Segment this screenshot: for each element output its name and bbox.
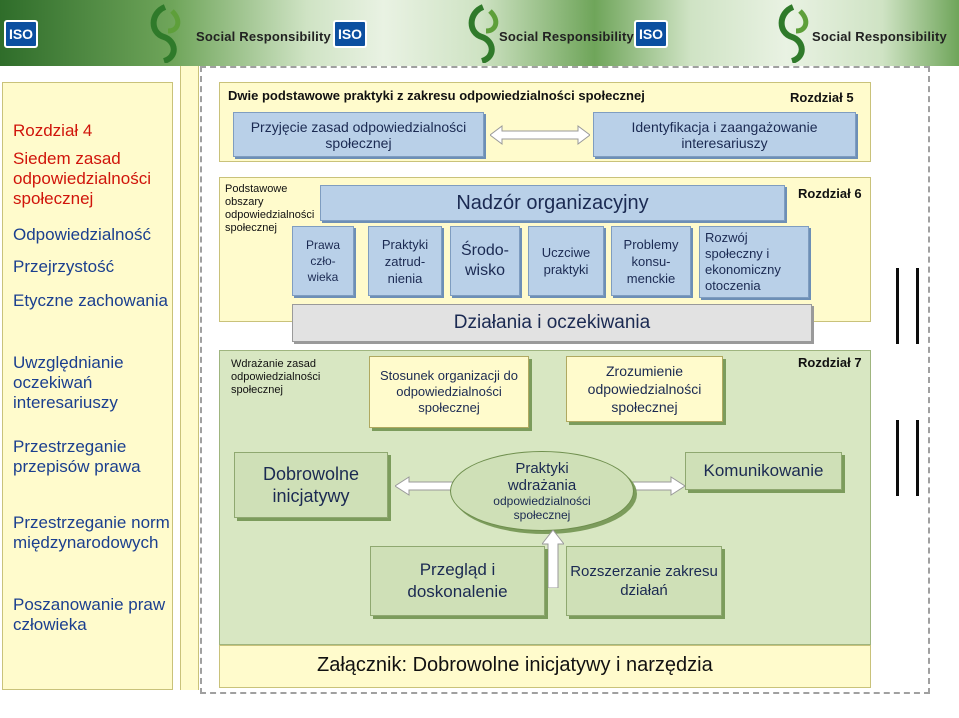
- vertical-bar: [916, 268, 919, 344]
- area-text-line: czło-: [310, 254, 336, 268]
- up-arrow-icon: [542, 530, 564, 588]
- review-improvement-box: Przegląd i doskonalenie: [370, 546, 545, 616]
- chapter-6-label: Rozdział 6: [798, 186, 862, 201]
- implementation-practices-title: Praktyki wdrażania: [507, 460, 577, 494]
- area-text-line: wisko: [464, 262, 505, 279]
- implementation-practices-ellipse: Praktyki wdrażania odpowiedzialności spo…: [450, 451, 634, 531]
- chapter-5-title: Dwie podstawowe praktyki z zakresu odpow…: [228, 88, 645, 103]
- area-text-line: Środo-: [460, 242, 510, 259]
- actions-expectations-text: Działania i oczekiwania: [453, 312, 651, 333]
- vertical-bar: [896, 420, 899, 496]
- iso-logo-text: ISO: [638, 26, 664, 42]
- social-responsibility-label: Social Responsibility: [499, 29, 634, 44]
- adopt-principles-text: Przyjęcie zasad odpowiedzialności społec…: [250, 118, 467, 151]
- review-improvement-text: Przegląd i doskonalenie: [407, 560, 508, 601]
- actions-expectations-box: Działania i oczekiwania: [292, 304, 812, 342]
- connector-spine: [180, 66, 199, 690]
- governance-box: Nadzór organizacyjny: [320, 185, 785, 221]
- area-text-line: praktyki: [543, 262, 589, 277]
- area-community-development: Rozwój społeczny i ekonomiczny otoczenia: [699, 226, 809, 298]
- diagram-frame: [200, 66, 930, 694]
- vertical-bar: [916, 420, 919, 496]
- chapter-5-label: Rozdział 5: [790, 90, 854, 105]
- chapter-7-label: Rozdział 7: [798, 355, 862, 370]
- social-responsibility-label: Social Responsibility: [812, 29, 947, 44]
- area-text-line: Prawa: [305, 238, 340, 252]
- relationship-box: Stosunek organizacji do odpowiedzialnośc…: [369, 356, 529, 428]
- principle-transparency: Przejrzystość: [13, 257, 115, 276]
- social-responsibility-swirl-icon: [778, 4, 809, 63]
- implementation-practices-subtitle: odpowiedzialności społecznej: [493, 494, 591, 522]
- principle-accountability: Odpowiedzialność: [13, 225, 151, 244]
- iso-logo-text: ISO: [337, 26, 363, 42]
- area-text-line: zatrud-: [384, 253, 426, 269]
- area-text-line: otoczenia: [705, 278, 761, 293]
- area-human-rights: Prawa czło- wieka: [292, 226, 354, 296]
- area-text-line: konsu-: [631, 253, 671, 269]
- communication-text: Komunikowanie: [703, 461, 824, 480]
- area-text-line: społeczny i: [705, 246, 770, 261]
- principle-international-norms: Przestrzeganie norm międzynarodowych: [13, 513, 170, 552]
- banner: ISO Social Responsibility ISO Social Res…: [0, 0, 959, 66]
- understanding-text: Zrozumienie odpowiedzialności społecznej: [587, 363, 702, 415]
- area-text-line: Problemy: [623, 236, 679, 252]
- iso-logo-text: ISO: [8, 26, 34, 42]
- social-responsibility-swirl-icon: [468, 4, 499, 63]
- stakeholder-box: Identyfikacja i zaangażowanie interesari…: [593, 112, 856, 157]
- principle-rule-of-law: Przestrzeganie przepisów prawa: [13, 437, 141, 476]
- extending-scope-text: Rozszerzanie zakresu działań: [570, 563, 718, 599]
- understanding-box: Zrozumienie odpowiedzialności społecznej: [566, 356, 723, 422]
- principles-title: Siedem zasad odpowiedzialności społeczne…: [13, 149, 151, 208]
- area-text-line: Rozwój: [705, 230, 748, 245]
- voluntary-initiatives-text: Dobrowolne inicjatywy: [262, 464, 360, 506]
- area-text-line: nienia: [387, 270, 423, 286]
- communication-box: Komunikowanie: [685, 452, 842, 490]
- core-subjects-label: Podstawowe obszary odpowiedzialności spo…: [225, 183, 315, 234]
- chapter-4-label: Rozdział 4: [13, 121, 93, 140]
- principle-human-rights: Poszanowanie praw człowieka: [13, 595, 166, 634]
- double-arrow-icon: [490, 125, 590, 145]
- iso-logo: ISO: [634, 20, 668, 48]
- extending-scope-box: Rozszerzanie zakresu działań: [566, 546, 722, 616]
- iso-logo: ISO: [333, 20, 367, 48]
- area-text-line: Praktyki: [381, 236, 429, 252]
- governance-text: Nadzór organizacyjny: [456, 191, 649, 214]
- principle-ethical-behaviour: Etyczne zachowania: [13, 291, 168, 310]
- area-fair-operating-practices: Uczciwe praktyki: [528, 226, 604, 296]
- annex-label: Załącznik: Dobrowolne inicjatywy i narzę…: [317, 654, 713, 676]
- vertical-bar: [896, 268, 899, 344]
- principle-stakeholder-interests: Uwzględnianie oczekiwań interesariuszy: [13, 353, 124, 412]
- principles-column: Rozdział 4 Siedem zasad odpowiedzialnośc…: [2, 82, 173, 690]
- annex-panel: Załącznik: Dobrowolne inicjatywy i narzę…: [219, 645, 871, 688]
- area-environment: Środo- wisko: [450, 226, 520, 296]
- area-text-line: ekonomiczny: [705, 262, 781, 277]
- iso-logo: ISO: [4, 20, 38, 48]
- area-text-line: wieka: [307, 270, 339, 284]
- relationship-text: Stosunek organizacji do odpowiedzialnośc…: [379, 368, 519, 415]
- social-responsibility-swirl-icon: [150, 4, 181, 63]
- social-responsibility-label: Social Responsibility: [196, 29, 331, 44]
- area-text-line: menckie: [626, 270, 676, 286]
- voluntary-initiatives-box: Dobrowolne inicjatywy: [234, 452, 388, 518]
- area-text-line: Uczciwe: [541, 245, 591, 260]
- area-labour-practices: Praktyki zatrud- nienia: [368, 226, 442, 296]
- area-consumer-issues: Problemy konsu- menckie: [611, 226, 691, 296]
- adopt-principles-box: Przyjęcie zasad odpowiedzialności społec…: [233, 112, 484, 157]
- stakeholder-text: Identyfikacja i zaangażowanie interesari…: [631, 118, 818, 151]
- integrating-label: Wdrażanie zasad odpowiedzialności społec…: [231, 358, 321, 396]
